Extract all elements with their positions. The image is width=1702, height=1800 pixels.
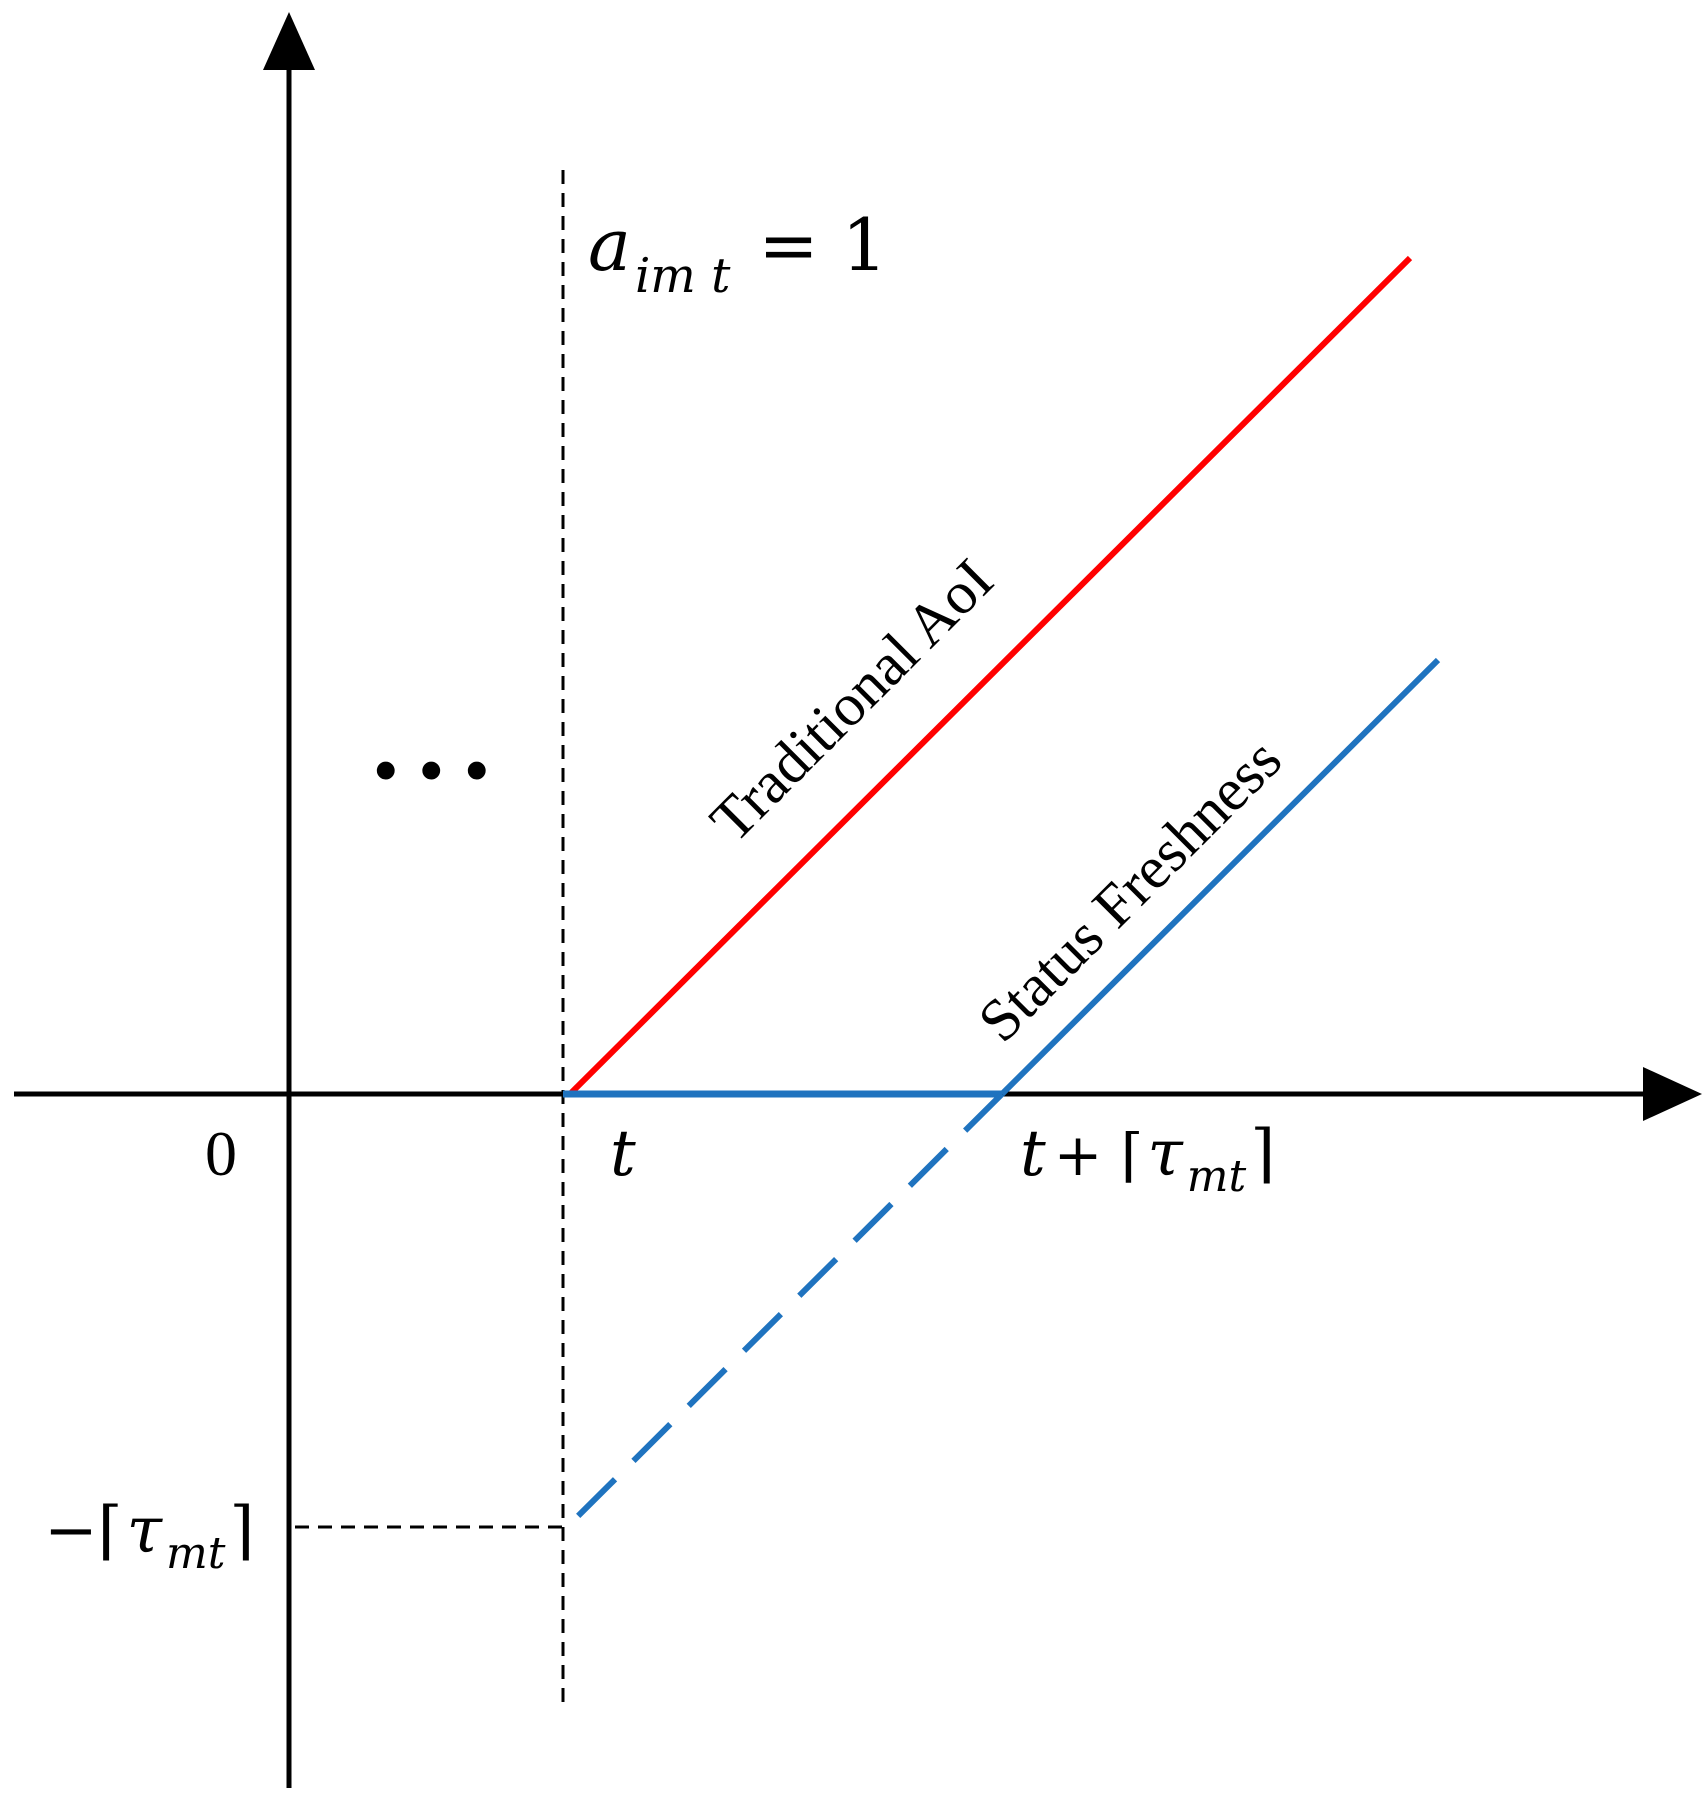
t-tick-label: t (610, 1117, 636, 1191)
origin-label: 0 (205, 1118, 237, 1189)
event-label: a im t = 1 (588, 203, 887, 304)
status-freshness-rising-segment (999, 657, 1441, 1097)
traditional-aoi-label: Traditional AoI (698, 546, 1006, 854)
neg-tau-label: −⌈ τ mt ⌉ (44, 1494, 254, 1579)
y-axis-arrowhead (263, 12, 315, 70)
t-plus-tau-label: t + ⌈ τ mt ⌉ (1020, 1117, 1275, 1202)
traditional-aoi-line (567, 255, 1413, 1097)
status-freshness-dashed-extension (564, 1091, 1005, 1530)
ellipsis-label: ... (372, 680, 509, 802)
x-axis-arrowhead (1643, 1067, 1702, 1121)
status-freshness-label: Status Freshness (966, 726, 1294, 1054)
